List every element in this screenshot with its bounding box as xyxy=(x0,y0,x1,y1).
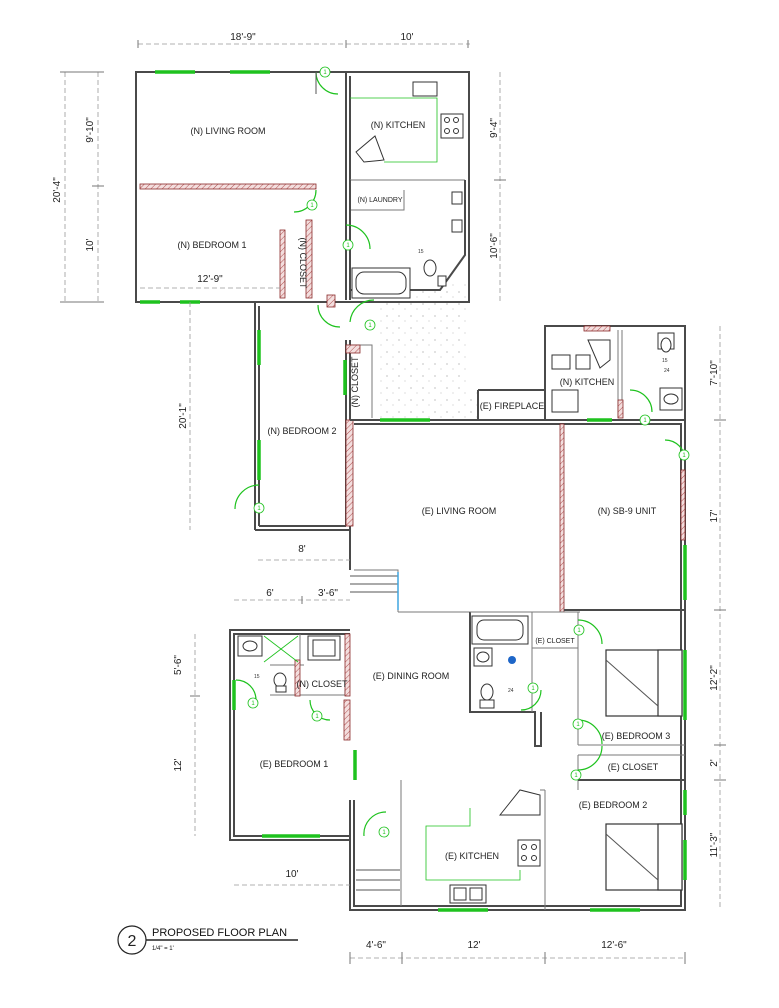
bedroom2-walls xyxy=(254,302,373,531)
dim-top-1: 18'-9" xyxy=(230,32,256,43)
door-tag-label: 1 xyxy=(323,70,327,76)
dim-right-closet: 2' xyxy=(709,759,720,767)
dim-bottom-1: 4'-6" xyxy=(366,940,386,951)
room-label-n-closet-3: (N) CLOSET xyxy=(296,679,348,689)
room-label-e-closet-1: (E) CLOSET xyxy=(535,638,575,645)
room-label-n-bedroom-2: (N) BEDROOM 2 xyxy=(267,426,336,436)
dim-bottom-3: 12'-6" xyxy=(601,940,627,951)
room-label-n-kitchen: (N) KITCHEN xyxy=(371,120,426,130)
new-wall-hatch xyxy=(326,294,336,308)
dim-right-bed3: 12'-2" xyxy=(709,665,720,691)
title-block: 2 PROPOSED FLOOR PLAN 1/4" = 1' xyxy=(117,925,298,955)
dim-right-2: 10'-6" xyxy=(489,233,500,259)
room-label-e-bedroom-2: (E) BEDROOM 2 xyxy=(579,800,648,810)
new-wall-hatch xyxy=(139,183,317,190)
windows xyxy=(140,70,687,912)
new-wall-hatch xyxy=(345,419,354,527)
dimension-labels: 18'-9" 10' 20'-4" 9'-10" 10' 9'-4" 10'-6… xyxy=(52,32,720,951)
door-tag-label: 1 xyxy=(576,722,580,728)
door-tag-label: 1 xyxy=(310,203,314,209)
door-tag-label: 1 xyxy=(257,506,261,512)
entry-steps xyxy=(350,575,400,891)
room-label-n-living-room: (N) LIVING ROOM xyxy=(190,126,265,136)
room-label-n-closet-2: (N) CLOSET xyxy=(350,356,360,408)
room-label-e-bedroom-3: (E) BEDROOM 3 xyxy=(602,731,671,741)
door-tag-label: 1 xyxy=(577,628,581,634)
dim-left-total: 20'-4" xyxy=(52,177,63,203)
new-wall-hatch xyxy=(617,399,624,419)
dim-bedroom1-width: 12'-9" xyxy=(197,274,223,285)
new-wall-hatch xyxy=(559,423,565,613)
patio-area xyxy=(376,280,478,420)
dimension-lines xyxy=(60,40,726,964)
dim-left-2: 10' xyxy=(85,238,96,251)
room-label-e-living-room: (E) LIVING ROOM xyxy=(422,506,497,516)
dim-right-1: 9'-4" xyxy=(489,118,500,138)
room-labels: (N) LIVING ROOM (N) KITCHEN (N) LAUNDRY … xyxy=(177,120,670,861)
dim-left-1: 9'-10" xyxy=(85,117,96,143)
fixture-note: 15 xyxy=(418,249,424,255)
drawing-number: 2 xyxy=(128,933,137,950)
room-label-n-laundry: (N) LAUNDRY xyxy=(358,197,403,204)
new-wall-hatch xyxy=(279,229,286,299)
dim-mid-width: 8' xyxy=(298,544,306,555)
new-wall-hatch xyxy=(583,325,611,332)
room-label-e-dining-room: (E) DINING ROOM xyxy=(373,671,450,681)
room-label-e-kitchen: (E) KITCHEN xyxy=(445,851,499,861)
door-tag-label: 1 xyxy=(643,418,647,424)
new-wall-hatch xyxy=(294,659,301,697)
new-wall-hatch xyxy=(344,633,351,697)
bedroom1-walls xyxy=(229,629,350,841)
dim-bedroom2-height: 20'-1" xyxy=(178,403,189,429)
room-label-n-kitchen-2: (N) KITCHEN xyxy=(560,377,615,387)
doors xyxy=(234,71,686,837)
dim-right-upper: 7'-10" xyxy=(709,360,720,386)
room-label-e-closet-2: (E) CLOSET xyxy=(608,762,659,772)
dim-e-bed1-width: 10' xyxy=(285,869,298,880)
room-label-e-fireplace: (E) FIREPLACE xyxy=(480,401,545,411)
new-wall-hatch xyxy=(343,699,351,741)
upper-unit-walls xyxy=(135,71,470,303)
dim-left-lower-2: 12' xyxy=(173,758,184,771)
door-tag-label: 1 xyxy=(682,453,686,459)
fixture-note: 24 xyxy=(664,368,670,374)
door-tag-label: 1 xyxy=(382,830,386,836)
room-label-n-bedroom-1: (N) BEDROOM 1 xyxy=(177,240,246,250)
door-tag-label: 1 xyxy=(346,243,350,249)
fixture-note: 24 xyxy=(508,688,514,694)
door-tag-label: 1 xyxy=(531,686,535,692)
new-wall-hatch xyxy=(345,344,361,354)
new-wall-hatch xyxy=(680,469,686,541)
fixture-note: 15 xyxy=(662,358,668,364)
dim-lower-1: 6' xyxy=(266,588,274,599)
room-label-e-bedroom-1: (E) BEDROOM 1 xyxy=(260,759,329,769)
dim-right-living: 17' xyxy=(709,509,720,522)
dim-bottom-2: 12' xyxy=(467,940,480,951)
door-tag-label: 1 xyxy=(251,701,255,707)
drawing-title: PROPOSED FLOOR PLAN xyxy=(152,927,287,939)
dim-left-lower-1: 5'-6" xyxy=(173,655,184,675)
door-tag-label: 1 xyxy=(574,773,578,779)
fixtures xyxy=(237,81,683,904)
new-wall-hatch xyxy=(305,219,313,299)
door-tag-label: 1 xyxy=(315,714,319,720)
drawing-scale: 1/4" = 1' xyxy=(152,946,174,952)
dim-top-2: 10' xyxy=(400,32,413,43)
dim-lower-2: 3'-6" xyxy=(318,588,338,599)
center-bath-walls xyxy=(469,611,685,910)
room-label-n-sb9-unit: (N) SB-9 UNIT xyxy=(598,506,657,516)
door-tag-label: 1 xyxy=(368,323,372,329)
dim-right-bed2: 11'-3" xyxy=(709,832,720,857)
fixture-note: 15 xyxy=(254,674,260,680)
door-tags: 1 1 1 1 1 1 1 1 1 1 1 1 1 1 xyxy=(247,66,690,838)
room-label-n-closet-1: (N) CLOSET xyxy=(298,237,308,289)
